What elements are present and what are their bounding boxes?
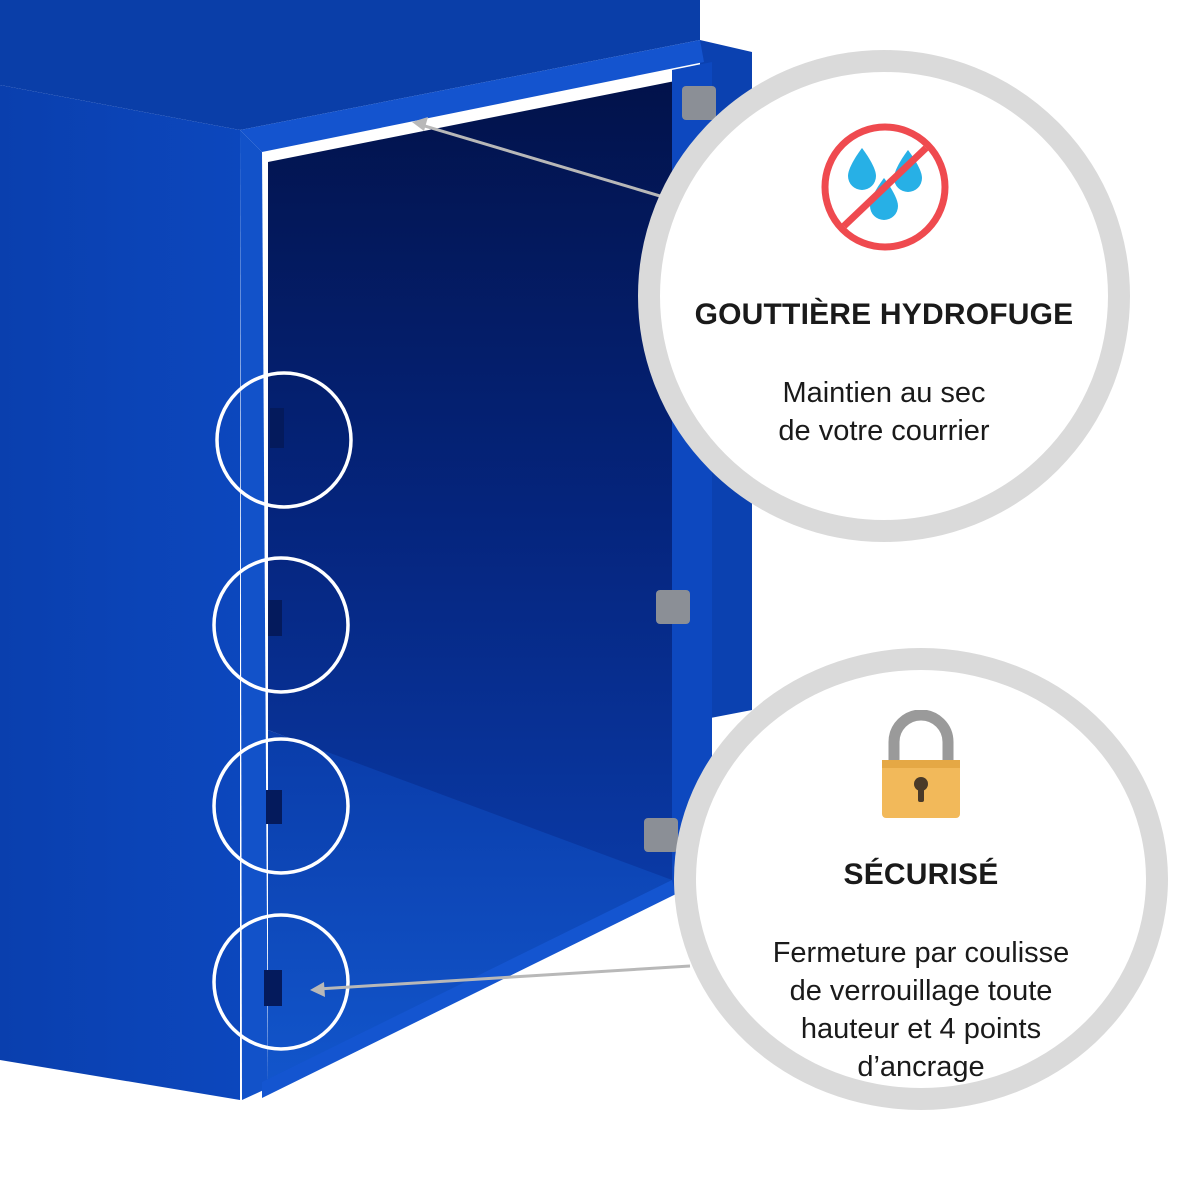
anchor-slot-3	[266, 790, 282, 824]
secure-description-line: Fermeture par coulisse	[772, 937, 1070, 969]
box-floor	[268, 730, 672, 1090]
gutter-description-line: de votre courrier	[778, 415, 990, 447]
no-water-icon	[821, 123, 949, 251]
box-front-rim	[240, 40, 704, 152]
box-interior-back	[268, 78, 690, 890]
gutter-title: GOUTTIÈRE HYDROFUGE	[694, 298, 1074, 331]
anchor-highlight-circle	[212, 913, 350, 1051]
secure-description-line: d’ancrage	[857, 1051, 985, 1083]
hinge-middle	[656, 590, 690, 624]
padlock-icon	[882, 710, 960, 818]
anchor-slot-1	[270, 408, 284, 448]
gutter-pointer-line	[417, 122, 661, 198]
anchor-highlight-circle	[215, 371, 353, 509]
gutter-description-line: Maintien au sec	[782, 377, 986, 409]
hinge-top	[682, 86, 716, 120]
anchor-slot-2	[268, 600, 282, 636]
gutter-description: Maintien au sec de votre courrier	[660, 374, 1108, 450]
gutter-feature-callout: GOUTTIÈRE HYDROFUGE Maintien au sec de v…	[638, 50, 1130, 542]
gutter-pointer-arrowhead	[412, 117, 428, 131]
secure-description: Fermeture par coulisse de verrouillage t…	[696, 934, 1146, 1086]
box-top-panel	[0, 0, 700, 130]
lock-pointer-arrowhead	[310, 982, 325, 997]
anchor-highlight-circle	[212, 737, 350, 875]
secure-description-line: hauteur et 4 points	[800, 1013, 1042, 1045]
lock-pointer-line	[317, 964, 691, 991]
secure-title: SÉCURISÉ	[843, 858, 999, 891]
anchor-slot-4	[264, 970, 282, 1006]
box-side-panel	[0, 85, 240, 1100]
secure-feature-callout: SÉCURISÉ Fermeture par coulisse de verro…	[674, 648, 1168, 1110]
anchor-highlight-circle	[212, 556, 350, 694]
hinge-bottom	[644, 818, 678, 852]
secure-description-line: de verrouillage toute	[789, 975, 1053, 1007]
box-front-rim-left	[240, 130, 268, 1100]
box-front-rim-bottom	[262, 880, 676, 1098]
